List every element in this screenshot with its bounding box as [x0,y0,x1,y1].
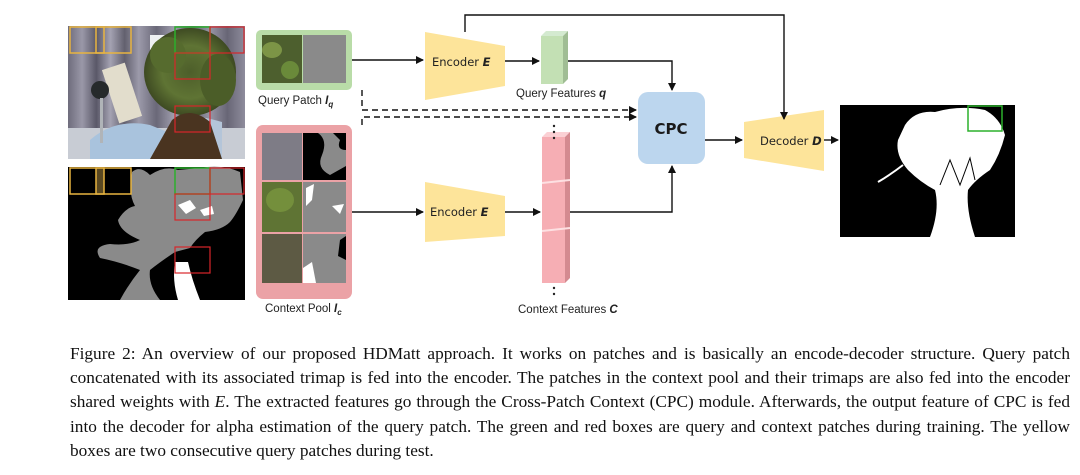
caption-text: Figure 2: An overview of our proposed HD… [70,344,1070,412]
context-pool-label: Context Pool Ic [265,303,342,317]
context-features [541,124,571,296]
source-trimap [68,166,245,300]
context-box-red [209,26,245,54]
hdmatt-architecture-diagram: Query Patch Iq Context Pool Ic Encoder E… [68,14,1015,317]
context-box-red [174,105,211,133]
figure-caption: Figure 2: An overview of our proposed HD… [70,342,1070,463]
query-patch [256,30,352,90]
encoder-bottom-label: Encoder E [430,205,489,219]
cpc-module [638,92,705,164]
context-box-red [174,52,211,80]
query-features-label: Query Features q [516,88,606,100]
query-features [541,31,568,84]
source-image [68,26,245,159]
caption-symbol: E [214,392,226,412]
encoder-top [425,32,505,100]
output-alpha-matte [840,105,1015,238]
query-patch-label: Query Patch Iq [258,95,333,109]
encoder-bottom [425,182,505,242]
context-pool [256,125,352,299]
decoder-label: Decoder D [760,134,822,148]
decoder [744,110,824,171]
encoder-top-label: Encoder E [432,55,491,69]
context-features-label: Context Features C [518,304,618,316]
cpc-label: CPC [654,120,687,138]
caption-text: . The extracted features go through the … [70,392,1070,460]
connections [352,14,839,216]
